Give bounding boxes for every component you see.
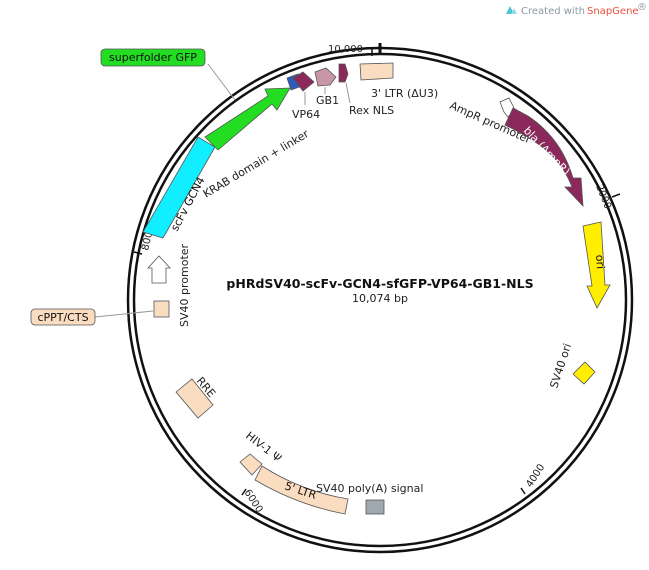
- tick-mark-8000: [133, 251, 143, 255]
- tick-mark-4000: [520, 487, 526, 495]
- feature-gb1[interactable]: GB1: [314, 67, 339, 107]
- feature-superfolder-gfp[interactable]: superfolder GFP: [100, 48, 291, 151]
- rex-nls-label: Rex NLS: [349, 104, 394, 117]
- rex-nls-leader-line: [345, 82, 351, 104]
- feature-sv40-polya[interactable]: SV40 poly(A) signal: [316, 482, 423, 515]
- plasmid-name: pHRdSV40-scFv-GCN4-sfGFP-VP64-GB1-NLS: [226, 276, 533, 291]
- sv40-promoter-label: SV40 promoter: [178, 243, 191, 327]
- sv40-polya-label: SV40 poly(A) signal: [316, 482, 423, 495]
- gfp-leader-line: [207, 63, 236, 101]
- feature-3-ltr[interactable]: 3' LTR (ΔU3): [359, 62, 438, 100]
- ltr5-shape: [254, 465, 349, 515]
- gb1-label: GB1: [316, 94, 339, 107]
- credit-brand: SnapGene: [587, 6, 639, 17]
- ltr3-label: 3' LTR (ΔU3): [371, 87, 438, 100]
- cppt-shape: [153, 300, 170, 318]
- ori-label: ori: [593, 254, 607, 269]
- vp64-label: VP64: [292, 108, 320, 121]
- snapgene-credit: Created with SnapGene ®: [506, 2, 647, 17]
- ltr3-shape: [359, 62, 394, 81]
- sv40-ori-shape: [572, 361, 596, 385]
- gfp-label-box: [100, 48, 206, 67]
- cppt-leader-line: [94, 310, 154, 318]
- credit-prefix: Created with: [521, 6, 585, 17]
- feature-sv40-ori[interactable]: SV40 ori: [547, 342, 596, 390]
- feature-bla[interactable]: bla (AmpR): [504, 107, 584, 208]
- tick-label-2000: 2000: [593, 183, 613, 211]
- snapgene-logo-icon: [506, 6, 517, 14]
- tick-label-10000: 10,000: [328, 44, 363, 55]
- sv40-ori-label: SV40 ori: [547, 342, 574, 390]
- vp64-shape: [292, 71, 315, 92]
- tick-label-6000: 6000: [241, 488, 264, 515]
- gb1-shape: [314, 67, 337, 87]
- tick-label-4000: 4000: [524, 462, 547, 489]
- ori-shape: [582, 221, 611, 309]
- hiv-psi-shape: [239, 453, 263, 476]
- tick-mark-2000: [611, 193, 621, 198]
- credit-mark: ®: [637, 2, 647, 13]
- tick-mark-6000: [241, 488, 247, 496]
- gfp-label: superfolder GFP: [109, 51, 197, 64]
- cppt-label-box: [30, 308, 96, 326]
- rex-nls-shape: [338, 63, 349, 83]
- feature-rex-nls[interactable]: Rex NLS: [338, 63, 394, 117]
- cppt-label: cPPT/CTS: [37, 311, 88, 324]
- bla-shape: [504, 107, 584, 208]
- feature-vp64[interactable]: VP64: [292, 71, 320, 121]
- gfp-arrow-shape: [204, 87, 291, 151]
- rre-shape: [175, 378, 214, 419]
- plasmid-size: 10,074 bp: [352, 292, 408, 305]
- sv40-polya-shape: [365, 499, 385, 515]
- feature-sv40-promoter[interactable]: SV40 promoter: [147, 243, 191, 327]
- feature-rre[interactable]: RRE: [175, 375, 218, 419]
- sv40-promoter-shape: [147, 255, 171, 284]
- feature-cppt-cts[interactable]: cPPT/CTS: [30, 300, 170, 326]
- feature-ori[interactable]: ori: [582, 221, 611, 309]
